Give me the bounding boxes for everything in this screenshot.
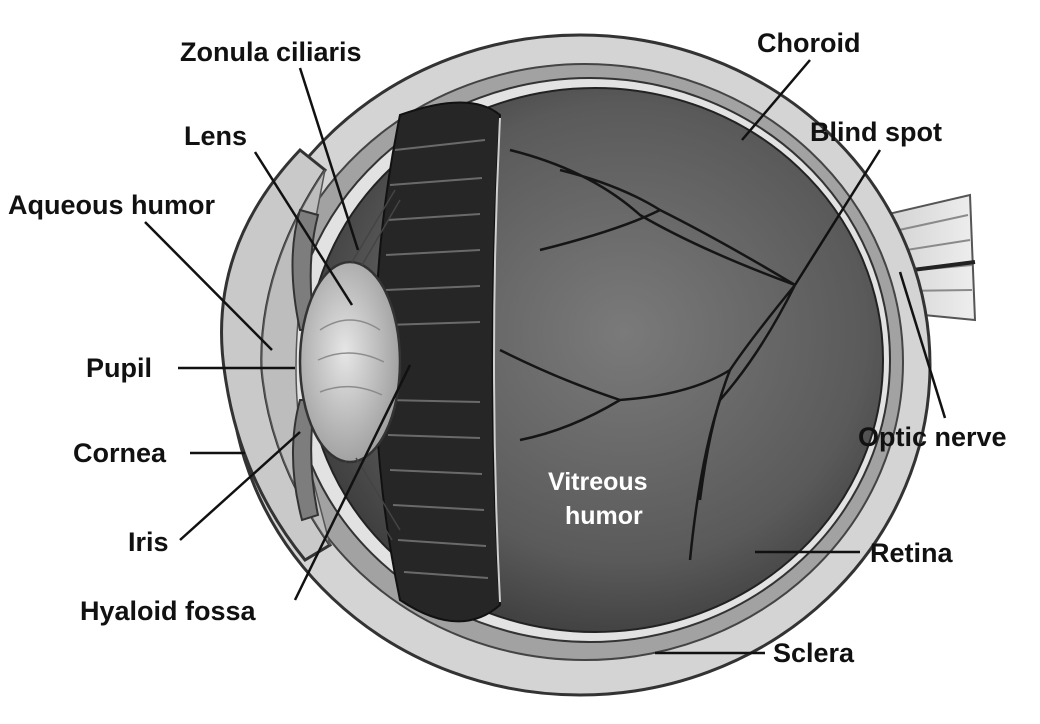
label-optic-nerve: Optic nerve [858,422,1007,452]
label-sclera: Sclera [773,638,855,668]
label-pupil: Pupil [86,353,152,383]
label-blind-spot: Blind spot [810,117,942,147]
label-zonula-ciliaris: Zonula ciliaris [180,37,362,67]
label-choroid: Choroid [757,28,860,58]
label-iris: Iris [128,527,169,557]
label-vitreous-line2: humor [565,502,643,530]
label-aqueous-humor: Aqueous humor [8,190,215,220]
label-retina: Retina [870,538,954,568]
lens-shape [300,262,400,462]
label-hyaloid-fossa: Hyaloid fossa [80,596,257,626]
label-cornea: Cornea [73,438,167,468]
label-vitreous-line1: Vitreous [548,468,648,496]
label-lens: Lens [184,121,247,151]
